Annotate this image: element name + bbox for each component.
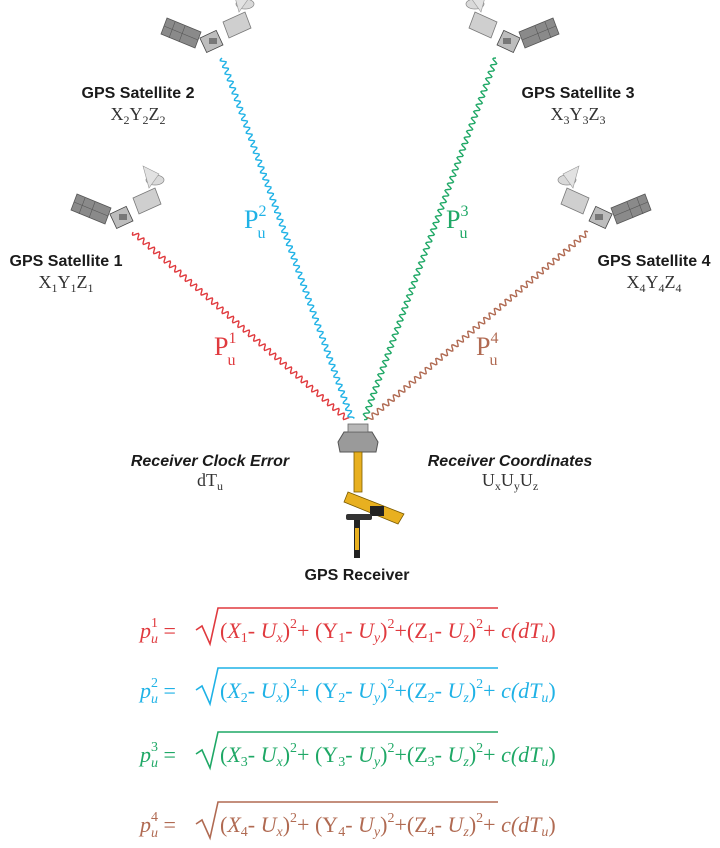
receiver-clock-error-symbol: dTu — [197, 470, 223, 493]
satellite-2-label: GPS Satellite 2 — [82, 85, 195, 102]
satellite-4-icon — [557, 165, 652, 230]
radical-sign — [195, 607, 498, 647]
range-line-3 — [362, 57, 498, 421]
receiver-clock-error-label: Receiver Clock Error — [131, 453, 290, 470]
radical-sign — [195, 667, 498, 707]
satellite-4-label: GPS Satellite 4 — [598, 253, 711, 270]
satellite-4-coords: X4Y4Z4 — [627, 272, 682, 295]
satellite-1-label: GPS Satellite 1 — [10, 253, 123, 270]
satellite-2-coords: X2Y2Z2 — [111, 104, 166, 127]
equation-body: (X1- Ux)2+ (Y1- Uy)2+(Z1- Uz)2+ c(dTu) — [220, 617, 556, 646]
equation-body: (X3- Ux)2+ (Y3- Uy)2+(Z3- Uz)2+ c(dTu) — [220, 741, 556, 770]
receiver-coordinates-symbol: UxUyUz — [482, 470, 538, 493]
receiver-coordinates-label: Receiver Coordinates — [428, 453, 593, 470]
radical-sign — [195, 731, 498, 771]
satellite-3-label: GPS Satellite 3 — [522, 85, 635, 102]
satellite-3-icon — [465, 0, 560, 54]
radical-sign — [195, 801, 498, 841]
range-line-4 — [366, 230, 589, 421]
range-lines — [131, 57, 589, 421]
satellite-3-coords: X3Y3Z3 — [551, 104, 606, 127]
satellite-1-coords: X1Y1Z1 — [39, 272, 94, 295]
equation-body: (X4- Ux)2+ (Y4- Uy)2+(Z4- Uz)2+ c(dTu) — [220, 811, 556, 840]
range-line-1 — [131, 231, 350, 421]
satellite-2-icon — [160, 0, 255, 54]
range-line-2 — [219, 57, 355, 419]
gps-receiver-icon — [337, 423, 405, 558]
satellite-1-icon — [70, 165, 165, 230]
equation-body: (X2- Ux)2+ (Y2- Uy)2+(Z2- Uz)2+ c(dTu) — [220, 677, 556, 706]
gps-receiver-label: GPS Receiver — [305, 567, 410, 584]
